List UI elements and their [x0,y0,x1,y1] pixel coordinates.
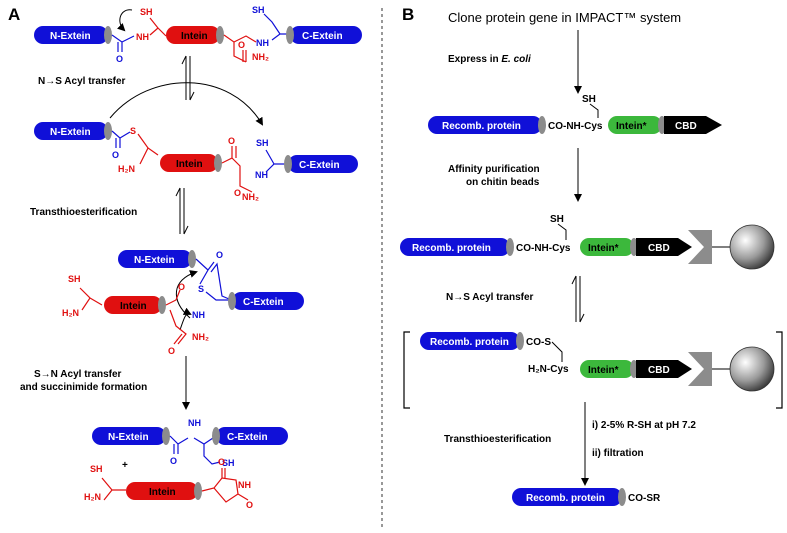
a1-sh: SH [140,7,153,17]
b-row2: Recomb. protein CO-NH-Cys SH Intein* CBD [400,214,775,270]
a2-o: O [112,150,119,160]
a2-s: S [130,126,136,136]
b-row3: Recomb. protein CO-S H₂N-Cys Intein* CBD [403,331,783,409]
a2-intein: Intein [176,159,203,170]
a4-c-extein: C-Extein [227,432,268,443]
b2-cbd: CBD [648,243,670,254]
a1-o: O [116,54,123,64]
b-row1: Recomb. protein CO-NH-Cys SH Intein* CBD [428,94,722,134]
a3-o2: O [178,282,185,292]
b3-cbd: CBD [648,365,670,376]
a3-h2n: H₂N [62,308,79,318]
a3-o3: O [168,346,175,356]
b2-sh: SH [550,214,564,225]
a-equilibrium-1 [181,55,195,101]
a3-o: O [216,250,223,260]
b-cond-1: i) 2-5% R-SH at pH 7.2 [592,420,696,431]
a-step3-label-1: S→N Acyl transfer [34,369,122,380]
a4-sh-r: SH [90,464,103,474]
a3-nh: NH [192,310,205,320]
b-acyl-label: N→S Acyl transfer [446,292,534,303]
a2-h2n: H₂N [118,164,135,174]
a-step1-label: N→S Acyl transfer [38,76,126,87]
a-step3-label-2: and succinimide formation [20,382,147,393]
a1-o2: O [238,40,245,50]
a2-n-extein: N-Extein [50,127,91,138]
b3-cos: CO-S [526,337,551,348]
b-cond-2: ii) filtration [592,448,644,459]
panel-a-label: A [8,5,20,24]
a1-nh2: NH₂ [252,52,269,62]
b2-recomb: Recomb. protein [412,243,491,254]
b1-cbd: CBD [675,121,697,132]
a4-h2n: H₂N [84,492,101,502]
b1-sh: SH [582,94,596,105]
a-step2-label: Transthioesterification [30,207,137,218]
a1-sh-b: SH [252,5,265,15]
b-trans-label: Transthioesterification [444,434,551,445]
b2-linker: CO-NH-Cys [516,243,571,254]
a2-c-extein: C-Extein [299,160,340,171]
a4-o2: O [246,500,253,510]
a2-o3: O [234,188,241,198]
a1-n-extein: N-Extein [50,31,91,42]
a1-c-extein: C-Extein [302,31,343,42]
a3-s: S [198,284,204,294]
a4-n-extein: N-Extein [108,432,149,443]
a4-intein: Intein [149,487,176,498]
b-title: Clone protein gene in IMPACT™ system [448,10,681,25]
a1-nh: NH [136,32,149,42]
a3-n-extein: N-Extein [134,255,175,266]
a4-n: NH [188,418,201,428]
b4-cosr: CO-SR [628,493,661,504]
b1-recomb: Recomb. protein [442,121,521,132]
a4-nh: NH [238,480,251,490]
a2-sh-b: SH [256,138,269,148]
panel-b-label: B [402,5,414,24]
b1-linker: CO-NH-Cys [548,121,603,132]
b2-intein: Intein* [588,243,619,254]
a4-o1: O [218,457,225,467]
b1-intein: Intein* [616,121,647,132]
a1-intein: Intein [181,31,208,42]
b3-recomb: Recomb. protein [430,337,509,348]
a3-c-extein: C-Extein [243,297,284,308]
a-row3: N-Extein O S C-Extein NH SH H₂N Intein O… [62,250,304,356]
b-affinity-2: on chitin beads [466,177,540,188]
b4-recomb: Recomb. protein [526,493,605,504]
a3-intein: Intein [120,301,147,312]
a-row1: N-Extein O NH SH Intein O NH₂ NH SH C-Ex… [34,5,362,64]
a2-nh2: NH₂ [242,192,259,202]
a-row2: N-Extein O S H₂N Intein O NH₂ O NH SH C-… [34,82,358,202]
a4-plus: + [122,460,128,471]
b3-h2ncys: H₂N-Cys [528,364,569,375]
b-express: Express in E. coli [448,54,531,65]
a3-nh2: NH₂ [192,332,209,342]
a2-nh-b: NH [255,170,268,180]
a3-sh: SH [68,274,81,284]
a2-o2: O [228,136,235,146]
b-affinity-1: Affinity purification [448,164,540,175]
a4-sh: SH [222,458,235,468]
b-equilibrium [571,275,585,323]
a-equilibrium-2 [175,187,189,235]
a-row4: N-Extein O NH SH C-Extein + SH H₂N Intei… [84,418,288,510]
a4-o: O [170,456,177,466]
b-row4: Recomb. protein CO-SR [512,488,661,506]
a1-nh-b: NH [256,38,269,48]
b3-intein: Intein* [588,365,619,376]
